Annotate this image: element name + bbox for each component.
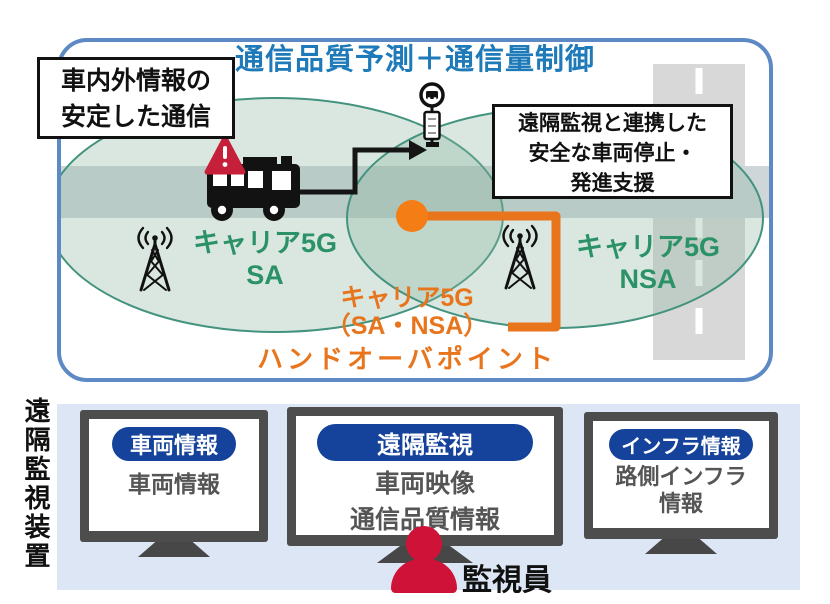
monitor-text: 車両情報	[128, 471, 220, 497]
callout-stable-communication: 車内外情報の 安定した通信	[37, 57, 235, 139]
handover-connector-line	[412, 211, 561, 332]
label-handover-point: ハンドオーバポイント	[257, 344, 557, 374]
monitor-badge: 車両情報	[111, 427, 236, 461]
label-line: キャリア5G	[340, 284, 474, 312]
arrow-icon	[297, 147, 409, 195]
monitor-icon: インフラ情報 路側インフラ 情報	[584, 412, 778, 539]
monitor-screen: インフラ情報 路側インフラ 情報	[593, 421, 769, 528]
monitor-screen: 遠隔監視 車両映像 通信品質情報	[296, 416, 554, 535]
warning-icon	[204, 135, 246, 175]
monitor-icon: 車両情報 車両情報	[80, 410, 268, 542]
handover-point-dot	[396, 200, 428, 232]
label-remote-monitoring-equipment: 遠隔監視装置	[21, 397, 51, 571]
label-carrier-5g-nsa: キャリア5G NSA	[548, 231, 748, 295]
label-line: SA	[246, 260, 284, 290]
monitor-text: 路側インフラ	[615, 464, 747, 489]
arrow-head-icon	[409, 140, 427, 160]
label-line: キャリア5G	[575, 232, 721, 262]
callout-line: 発進支援	[570, 172, 655, 195]
operator-icon	[391, 559, 457, 593]
page-title: 通信品質予測＋通信量制御	[234, 44, 595, 76]
monitor-screen: 車両情報 車両情報	[89, 419, 259, 531]
label-operator: 監視員	[462, 564, 552, 597]
monitoring-equipment-panel: 車両情報 車両情報 遠隔監視 車両映像 通信品質情報 インフラ情報 路側インフラ…	[57, 404, 800, 597]
bus-icon	[207, 156, 300, 221]
monitor-badge: 遠隔監視	[317, 424, 533, 461]
callout-line: 車内外情報の	[60, 67, 211, 95]
monitor-text: 車両映像	[374, 470, 475, 498]
bus-stop-sign-icon	[419, 82, 445, 147]
callout-remote-stop-support: 遠隔監視と連携した 安全な車両停止・ 発進支援	[492, 104, 733, 199]
monitor-text: 情報	[658, 491, 703, 516]
label-line: キャリア5G	[192, 228, 338, 258]
monitor-stand	[138, 542, 210, 557]
label-handover-carrier: キャリア5G （SA・NSA）	[285, 284, 529, 340]
label-carrier-5g-sa: キャリア5G SA	[165, 227, 365, 291]
monitor-stand	[645, 539, 717, 554]
callout-line: 安定した通信	[60, 103, 211, 131]
callout-line: 遠隔監視と連携した	[518, 112, 707, 135]
callout-line: 安全な車両停止・	[528, 142, 697, 165]
monitor-badge: インフラ情報	[609, 429, 753, 460]
operator-icon	[406, 526, 442, 562]
label-line: （SA・NSA）	[325, 312, 489, 340]
monitor-icon: 遠隔監視 車両映像 通信品質情報	[287, 407, 563, 546]
label-line: NSA	[619, 264, 677, 294]
